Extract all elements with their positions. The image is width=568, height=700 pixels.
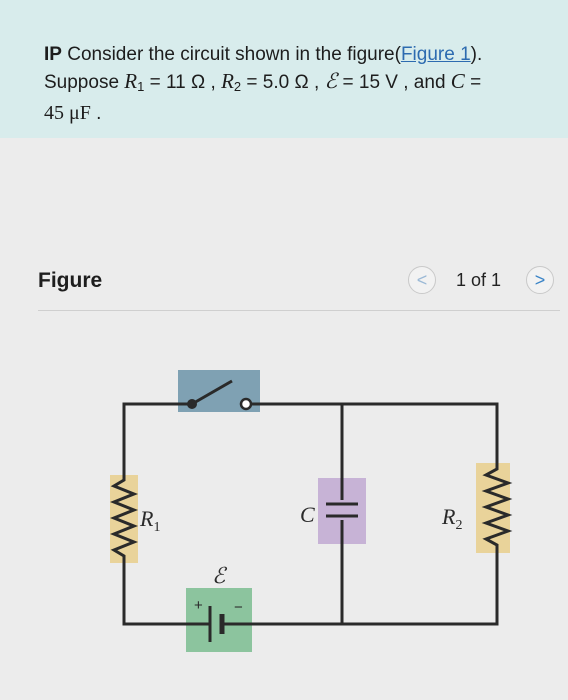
r2-label: R2	[441, 504, 462, 533]
figure-link[interactable]: Figure 1	[400, 44, 471, 65]
figure-title: Figure	[38, 269, 103, 292]
r2-symbol: R	[221, 69, 234, 93]
emf-label: ℰ	[212, 563, 228, 588]
r2-zigzag	[481, 463, 513, 553]
wire-top-right	[246, 402, 499, 463]
figure-header: Figure < 1 of 1 >	[38, 266, 558, 296]
c-end: .	[90, 103, 102, 124]
r1-value: = 11 Ω ,	[144, 72, 222, 93]
problem-intro: Consider the circuit shown in the figure…	[61, 44, 401, 65]
r1-symbol: R	[124, 69, 138, 93]
wire-bottom-right	[230, 553, 499, 626]
emf-value: = 15 V , and	[337, 72, 451, 93]
chevron-right-icon: >	[534, 270, 546, 290]
r2-sub: 2	[233, 79, 242, 94]
suppose-text: Suppose	[44, 72, 125, 93]
figure-divider	[38, 310, 560, 311]
r1-label: R1	[139, 506, 160, 535]
circuit-wires	[109, 379, 513, 642]
capacitor-label: C	[300, 502, 315, 527]
switch-pivot	[187, 399, 197, 409]
problem-statement: IP Consider the circuit shown in the fig…	[44, 42, 544, 127]
switch-contact	[239, 397, 253, 411]
chevron-left-icon: <	[416, 270, 428, 290]
battery-minus-label: −	[234, 599, 243, 616]
wire-bottom	[122, 565, 210, 626]
c-equals: =	[464, 72, 482, 93]
r1-zigzag	[109, 474, 139, 565]
c-symbol: C	[450, 69, 465, 93]
r2-value: = 5.0 Ω ,	[241, 72, 325, 93]
problem-prefix: IP	[44, 44, 62, 65]
wire-top-left	[122, 402, 192, 474]
figure-counter: 1 of 1	[456, 270, 502, 290]
emf-symbol: ℰ	[324, 69, 338, 93]
prev-figure-button[interactable]: <	[408, 266, 436, 294]
problem-panel: IP Consider the circuit shown in the fig…	[0, 0, 568, 138]
switch-blade	[191, 379, 233, 406]
battery-highlight	[186, 588, 252, 652]
next-figure-button[interactable]: >	[526, 266, 554, 294]
battery-plus-label: +	[194, 597, 203, 614]
problem-intro-end: ).	[470, 44, 483, 65]
c-value: 45 μF	[44, 102, 91, 124]
r1-sub: 1	[137, 79, 145, 94]
